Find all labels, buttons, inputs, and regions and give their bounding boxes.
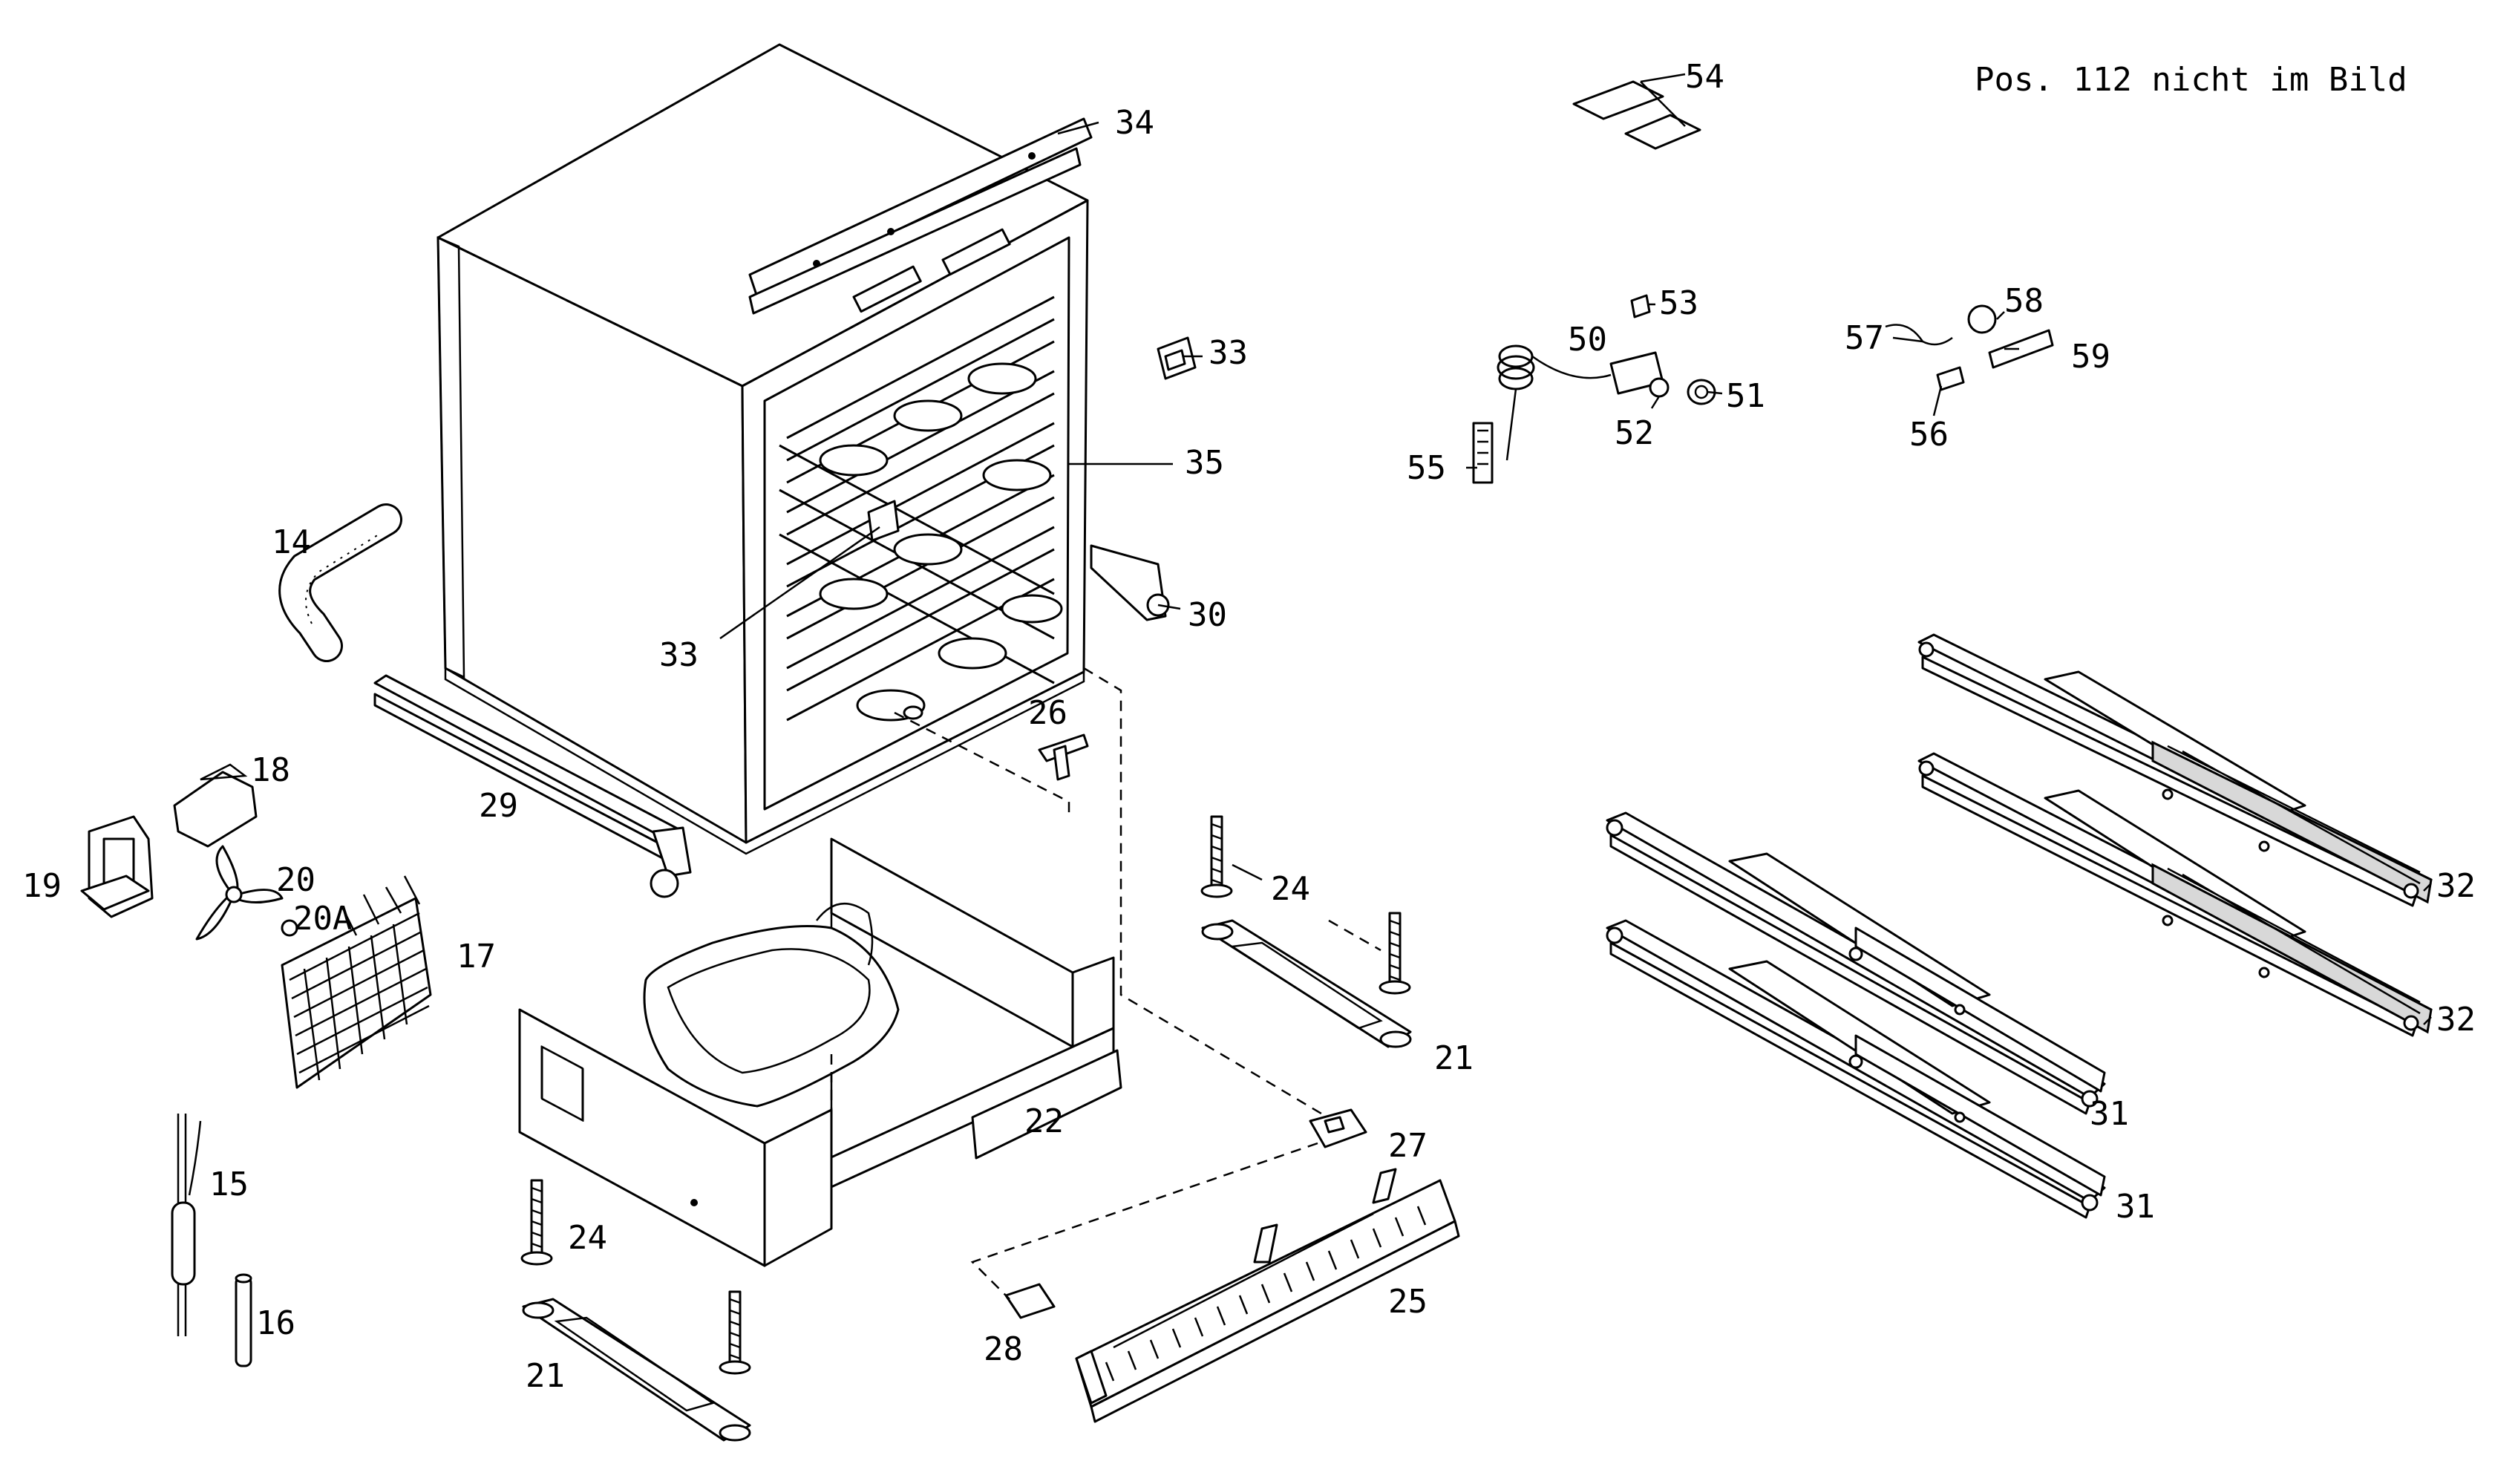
label-53: 53 <box>1659 284 1698 322</box>
label-30: 30 <box>1188 596 1227 634</box>
label-20: 20 <box>276 861 315 899</box>
label-50: 50 <box>1568 321 1607 359</box>
bracket-21-left <box>522 1298 751 1442</box>
foot-24-right-second <box>1379 912 1411 995</box>
part-labels: 34 33 35 30 33 26 14 29 18 19 20 20A 17 … <box>22 58 2476 1395</box>
label-33-upper: 33 <box>1209 334 1248 372</box>
washer-20a <box>281 919 298 937</box>
label-18: 18 <box>251 751 290 789</box>
clip-28 <box>1004 1283 1056 1319</box>
clip-53 <box>1630 294 1651 318</box>
label-21-right: 21 <box>1434 1039 1474 1077</box>
foot-24-right <box>1200 815 1233 898</box>
label-24-right: 24 <box>1271 870 1310 908</box>
label-32-lower: 32 <box>2436 1001 2476 1039</box>
front-panel-22 <box>971 1049 1122 1160</box>
condenser-17 <box>281 875 432 1089</box>
slide-rail-31-lower <box>1606 919 2106 1219</box>
socket-56 <box>1936 366 1965 391</box>
label-22: 22 <box>1024 1102 1064 1140</box>
drawer-tray <box>643 902 900 1108</box>
foot-24-left-second <box>719 1290 751 1375</box>
label-54: 54 <box>1685 58 1724 96</box>
leader-lines <box>719 73 2432 1025</box>
clip-27 <box>1309 1108 1367 1148</box>
label-33-lower: 33 <box>659 636 699 674</box>
label-25: 25 <box>1388 1283 1428 1321</box>
label-16: 16 <box>256 1304 295 1342</box>
label-59: 59 <box>2071 338 2110 376</box>
label-54 <box>1572 80 1701 150</box>
label-20a: 20A <box>293 900 352 938</box>
label-57: 57 <box>1845 319 1884 357</box>
bulb-58 <box>1967 304 1997 334</box>
label-58: 58 <box>2004 282 2044 320</box>
fan-blade-20 <box>195 845 284 941</box>
label-31-upper: 31 <box>2090 1095 2129 1133</box>
label-14: 14 <box>272 523 311 561</box>
pin-16 <box>235 1273 252 1367</box>
label-55: 55 <box>1407 449 1446 487</box>
ring-52 <box>1649 377 1670 398</box>
label-29: 29 <box>479 787 518 825</box>
hinge-30 <box>1090 544 1170 621</box>
slide-rail-32-lower <box>1917 752 2433 1037</box>
hinge-plate-34 <box>748 117 1093 315</box>
label-26: 26 <box>1028 694 1067 732</box>
label-15: 15 <box>209 1166 249 1203</box>
label-52: 52 <box>1615 414 1654 452</box>
label-21-left: 21 <box>526 1357 565 1395</box>
rail-29 <box>373 674 692 898</box>
fan-motor-19 <box>80 815 154 918</box>
label-35: 35 <box>1185 444 1224 482</box>
foot-24-left <box>520 1179 553 1266</box>
kick-plate-25 <box>1075 1168 1460 1423</box>
label-27: 27 <box>1388 1127 1428 1165</box>
drain-clip-26 <box>1038 733 1089 781</box>
label-31-lower: 31 <box>2116 1188 2155 1226</box>
cabinet-body <box>436 43 1089 855</box>
hose-14 <box>278 503 402 662</box>
label-17: 17 <box>457 938 496 975</box>
label-32-upper: 32 <box>2436 867 2476 905</box>
evaporator-coil <box>779 295 1063 722</box>
label-51: 51 <box>1726 377 1765 415</box>
label-34: 34 <box>1115 104 1154 142</box>
diagram-note: Pos. 112 nicht im Bild <box>1975 61 2407 99</box>
fan-bracket-18 <box>173 763 258 848</box>
label-24-left: 24 <box>568 1219 607 1257</box>
label-56: 56 <box>1909 416 1949 454</box>
slide-rail-31-upper <box>1606 811 2106 1115</box>
lamp-cover-59 <box>1988 329 2054 369</box>
label-19: 19 <box>22 867 62 905</box>
label-28: 28 <box>984 1330 1023 1368</box>
clip-33-upper <box>1157 336 1197 380</box>
slide-rail-32-upper <box>1917 633 2433 907</box>
bracket-21-right <box>1201 919 1412 1048</box>
drier-15 <box>171 1114 202 1336</box>
terminal-55 <box>1472 422 1494 484</box>
thermostat-50 <box>1497 344 1664 461</box>
